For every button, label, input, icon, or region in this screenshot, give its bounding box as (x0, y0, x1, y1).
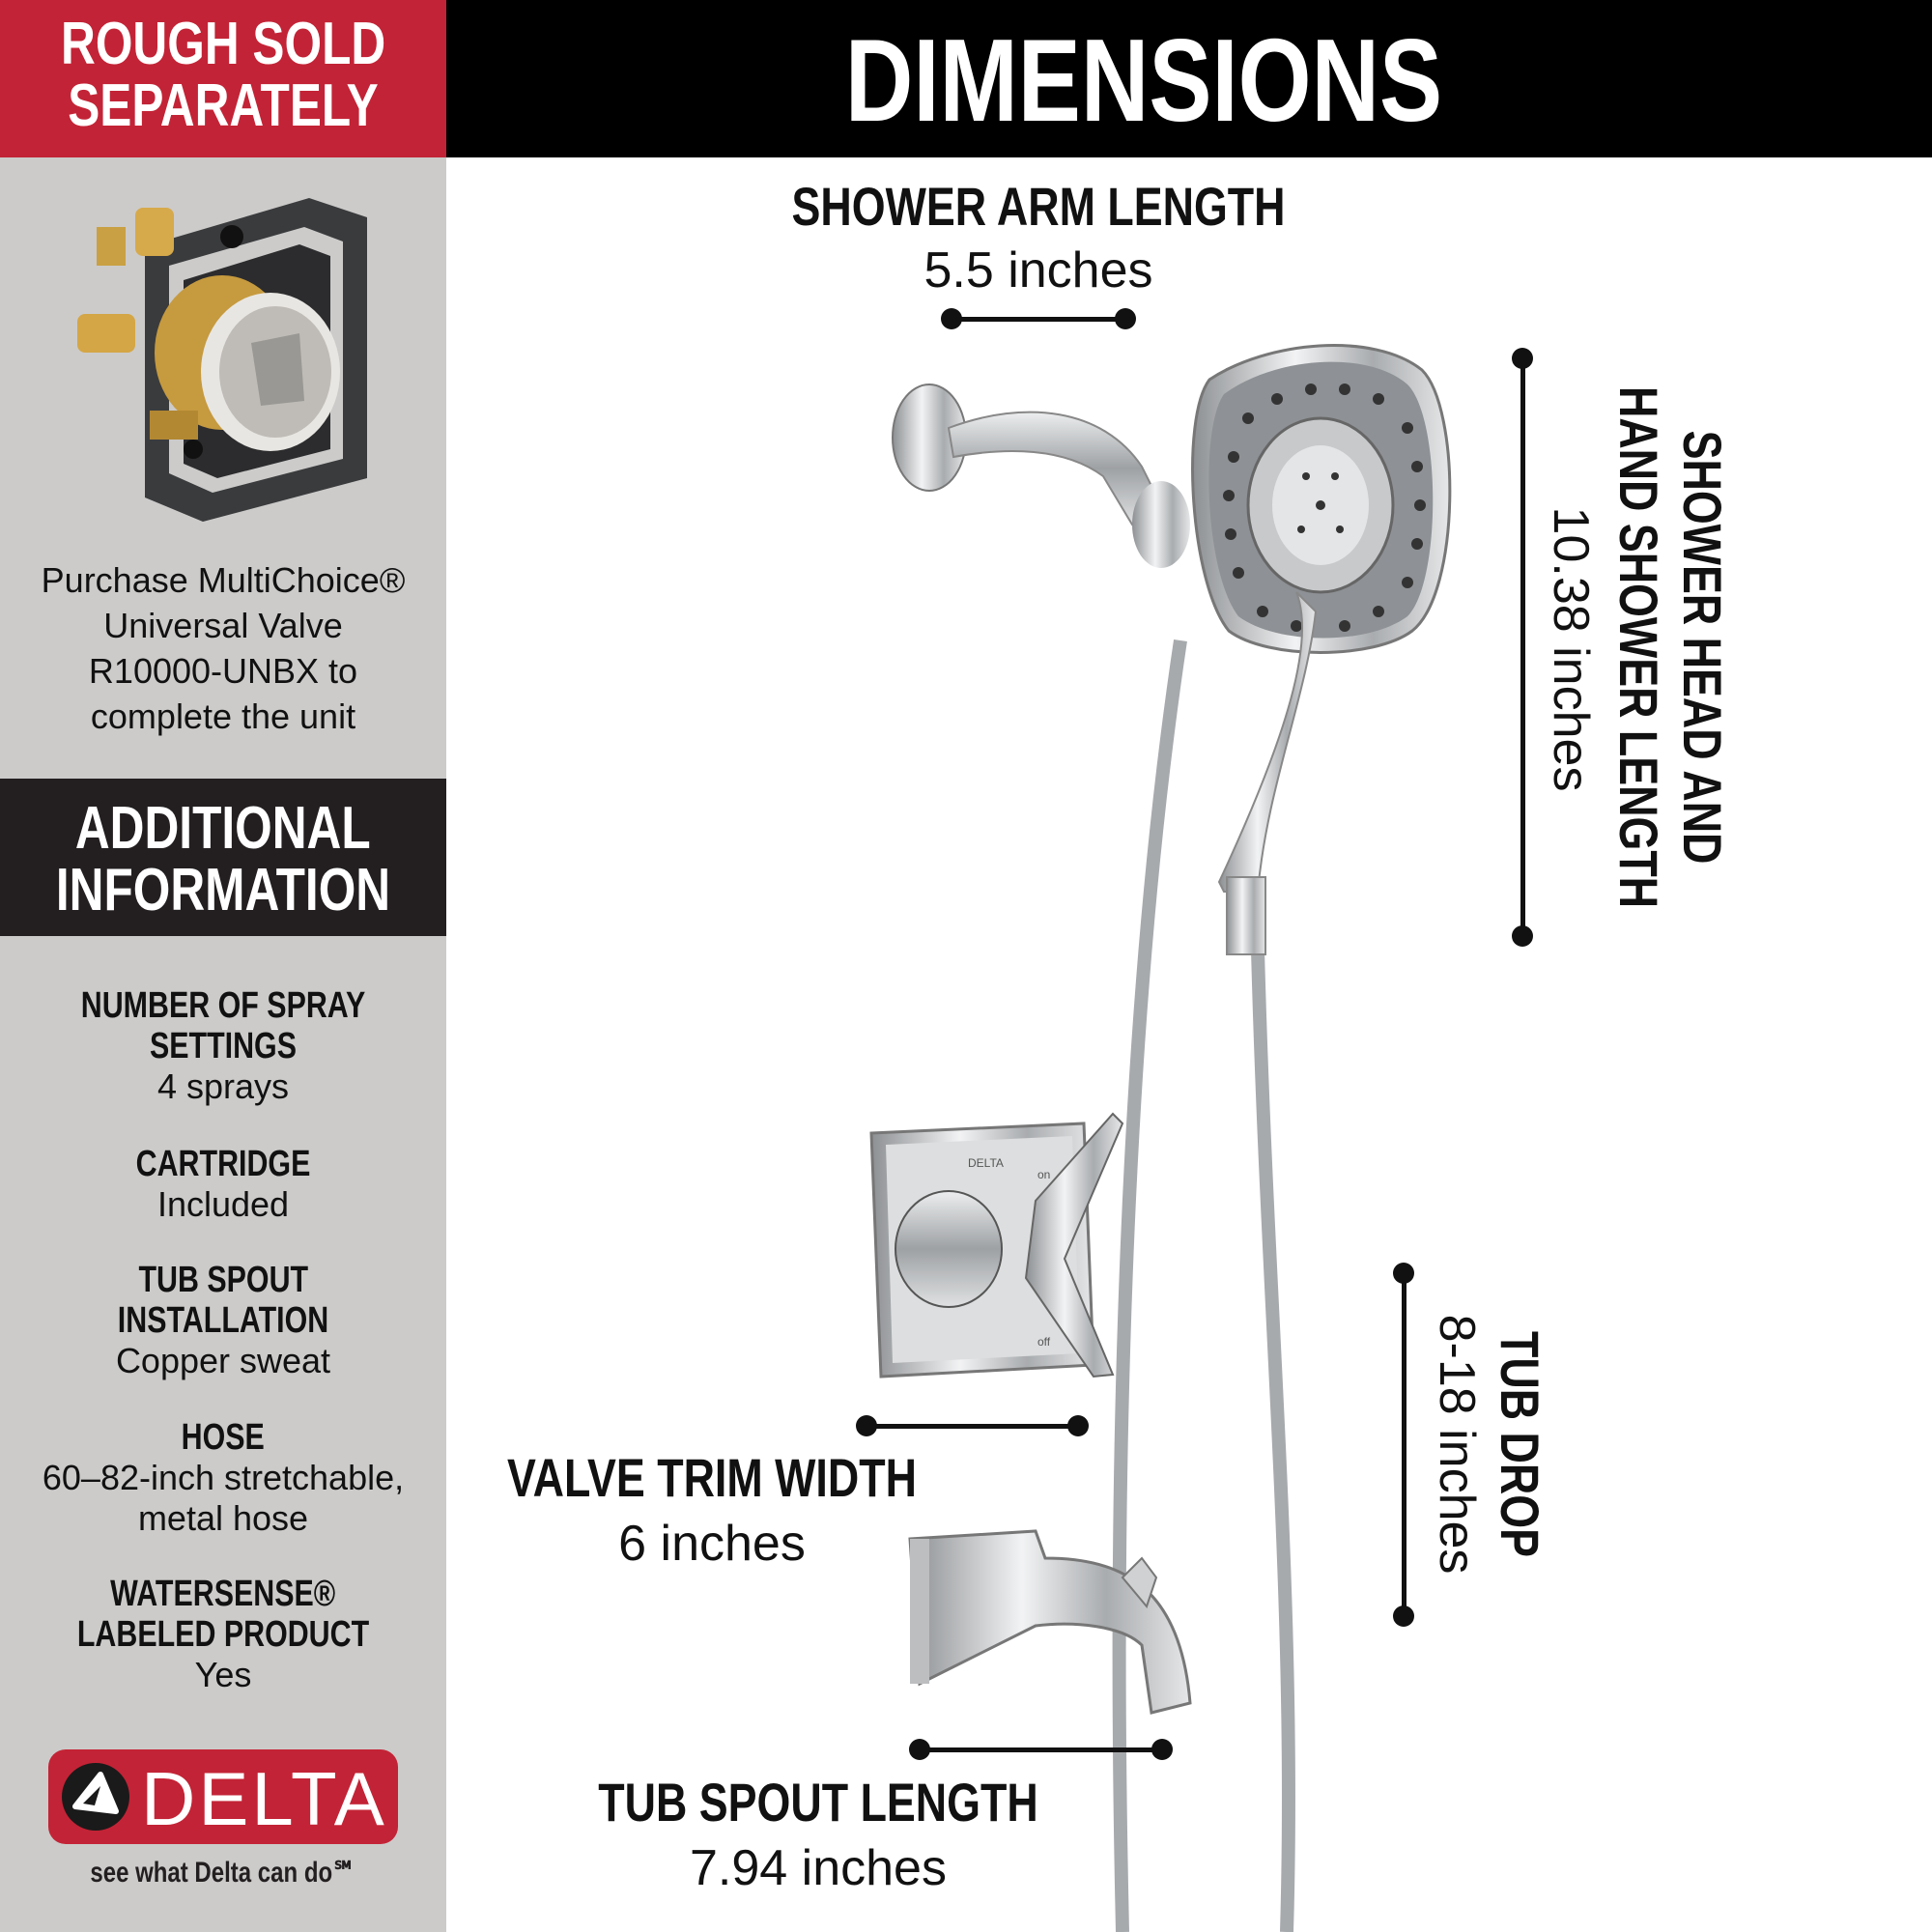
dimension-endpoint (1067, 1415, 1089, 1436)
dimension-value: 8-18 inches (1429, 1314, 1485, 1575)
dimension-value: 10.38 inches (1543, 506, 1599, 792)
shower-system-image: DELTA on off (869, 344, 1452, 1932)
spec-title: SETTINGS (149, 1026, 298, 1066)
spec-title: LABELED PRODUCT (76, 1614, 370, 1655)
shower-head-dimension-line (1520, 358, 1525, 936)
universal-valve-image (77, 198, 367, 522)
delta-triangle-icon (62, 1763, 129, 1831)
dimension-endpoint (1393, 1605, 1414, 1627)
valve-trim-width-label: VALVE TRIM WIDTH 6 inches (456, 1447, 968, 1572)
spec-value: 4 sprays (156, 1066, 290, 1106)
additional-header-line1: ADDITIONAL (75, 795, 371, 862)
spec-cartridge: CARTRIDGE Included (114, 1144, 332, 1225)
page-title: DIMENSIONS (844, 14, 1443, 146)
dimension-value: 6 inches (618, 1516, 806, 1572)
trim-brand-text: DELTA (968, 1156, 1004, 1170)
dimensions-header: DIMENSIONS (446, 0, 1932, 157)
spec-value: Yes (194, 1655, 252, 1694)
dimension-label: SHOWER HEAD AND (1672, 430, 1733, 865)
rough-sold-separately-banner: ROUGH SOLD SEPARATELY (0, 0, 446, 157)
dimension-endpoint (1115, 308, 1136, 329)
dimension-label: HAND SHOWER LENGTH (1608, 385, 1669, 909)
spec-value: Copper sweat (115, 1341, 331, 1380)
spec-tub-spout-installation: TUB SPOUT INSTALLATION Copper sweat (92, 1260, 355, 1381)
purchase-text-line: Purchase MultiChoice® (41, 560, 406, 600)
rough-header-line2: SEPARATELY (68, 72, 379, 139)
spec-title: NUMBER OF SPRAY (80, 985, 366, 1026)
dimension-label: TUB DROP (1490, 1331, 1550, 1557)
spec-value: Included (156, 1184, 290, 1224)
dimension-label: SHOWER ARM LENGTH (791, 176, 1286, 237)
spec-title: TUB SPOUT (138, 1260, 308, 1300)
shower-arm-length-label: SHOWER ARM LENGTH 5.5 inches (730, 176, 1348, 298)
delta-wordmark: DELTA (141, 1756, 387, 1841)
additional-information-header: ADDITIONAL INFORMATION (0, 779, 446, 936)
dimension-endpoint (1393, 1263, 1414, 1284)
spec-number-of-sprays: NUMBER OF SPRAY SETTINGS 4 sprays (45, 985, 401, 1107)
dimension-endpoint (1512, 348, 1533, 369)
spec-title: CARTRIDGE (135, 1144, 311, 1184)
spec-title: INSTALLATION (117, 1300, 329, 1341)
purchase-text-line: R10000-UNBX to (88, 651, 358, 691)
delta-tagline: see what Delta can do℠ (90, 1857, 356, 1889)
dimension-endpoint (941, 308, 962, 329)
spec-value: 60–82-inch stretchable, (42, 1458, 405, 1497)
delta-logo: DELTA (48, 1749, 398, 1844)
dimension-label: VALVE TRIM WIDTH (507, 1447, 917, 1508)
spec-value: metal hose (137, 1498, 309, 1538)
additional-header-line2: INFORMATION (55, 857, 391, 923)
rough-header-line1: ROUGH SOLD (60, 11, 386, 77)
dimension-value: 5.5 inches (923, 242, 1153, 298)
tub-spout-length-label: TUB SPOUT LENGTH 7.94 inches (543, 1772, 1093, 1896)
spec-hose: HOSE 60–82-inch stretchable, metal hose (43, 1417, 404, 1539)
purchase-text-line: complete the unit (90, 696, 356, 736)
dimension-endpoint (856, 1415, 877, 1436)
dimension-endpoint (909, 1739, 930, 1760)
shower-arm-dimension-line (952, 317, 1125, 322)
dimension-label: TUB SPOUT LENGTH (598, 1772, 1038, 1833)
trim-on-text: on (1037, 1168, 1050, 1181)
dimension-endpoint (1151, 1739, 1173, 1760)
spec-watersense: WATERSENSE® LABELED PRODUCT Yes (41, 1574, 406, 1695)
dimension-endpoint (1512, 925, 1533, 947)
purchase-text-line: Universal Valve (103, 606, 343, 645)
spec-title: HOSE (181, 1417, 266, 1458)
trim-off-text: off (1037, 1335, 1051, 1349)
dimension-value: 7.94 inches (690, 1840, 947, 1896)
spec-title: WATERSENSE® (110, 1574, 336, 1614)
tub-drop-dimension-line (1402, 1273, 1406, 1616)
valve-trim-dimension-line (867, 1424, 1078, 1429)
tub-spout-dimension-line (920, 1747, 1162, 1752)
